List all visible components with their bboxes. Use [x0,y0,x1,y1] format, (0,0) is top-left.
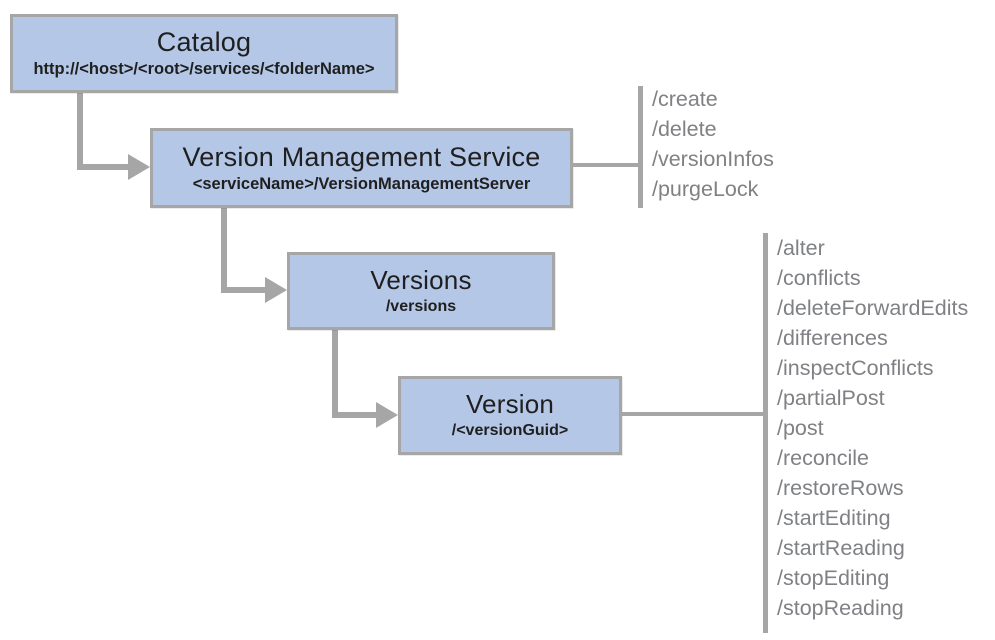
node-version: Version /<versionGuid> [398,376,622,455]
arrowhead-icon [265,277,287,303]
operation-item: /startEditing [777,506,891,530]
vms-operations-bracket [638,86,643,208]
connector-catalog-vms-horizontal [77,164,128,170]
node-catalog-url: http://<host>/<root>/services/<folderNam… [33,60,375,79]
arrowhead-icon [376,402,398,428]
vms-operations-list: /create /delete /versionInfos /purgeLock [652,84,774,204]
operation-item: /deleteForwardEdits [777,296,969,320]
operation-item: /startReading [777,536,905,560]
operation-item: /versionInfos [652,147,774,171]
operation-item: /inspectConflicts [777,356,934,380]
connector-versions-version-horizontal [332,412,376,418]
arrowhead-icon [128,154,150,180]
operation-item: /restoreRows [777,476,904,500]
node-version-title: Version [465,389,555,419]
operation-item: /create [652,87,718,111]
operation-item: /partialPost [777,386,885,410]
operation-item: /delete [652,117,717,141]
connector-vms-versions-horizontal [221,287,265,293]
operation-item: /reconcile [777,446,870,470]
operation-item: /post [777,416,824,440]
connector-versions-version-vertical [332,330,338,418]
version-operations-bracket [763,233,768,633]
operation-item: /conflicts [777,266,861,290]
node-vms-url: <serviceName>/VersionManagementServer [192,174,531,193]
node-versions-url: /versions [385,297,457,315]
version-operations-list: /alter /conflicts /deleteForwardEdits /d… [777,233,968,623]
node-vms-title: Version Management Service [182,141,541,172]
node-versions-title: Versions [370,264,472,295]
operation-item: /differences [777,326,888,350]
operation-item: /purgeLock [652,177,759,201]
connector-vms-versions-vertical [221,208,227,293]
node-version-url: /<versionGuid> [451,422,569,440]
node-catalog: Catalog http://<host>/<root>/services/<f… [10,14,398,93]
vms-operations-connector [573,163,638,167]
operation-item: /stopEditing [777,566,890,590]
operation-item: /alter [777,236,825,260]
node-version-management-service: Version Management Service <serviceName>… [150,128,573,208]
connector-catalog-vms-vertical [77,93,83,170]
node-catalog-title: Catalog [156,27,252,58]
node-versions: Versions /versions [287,252,555,330]
version-operations-connector [622,412,763,416]
operation-item: /stopReading [777,596,904,620]
